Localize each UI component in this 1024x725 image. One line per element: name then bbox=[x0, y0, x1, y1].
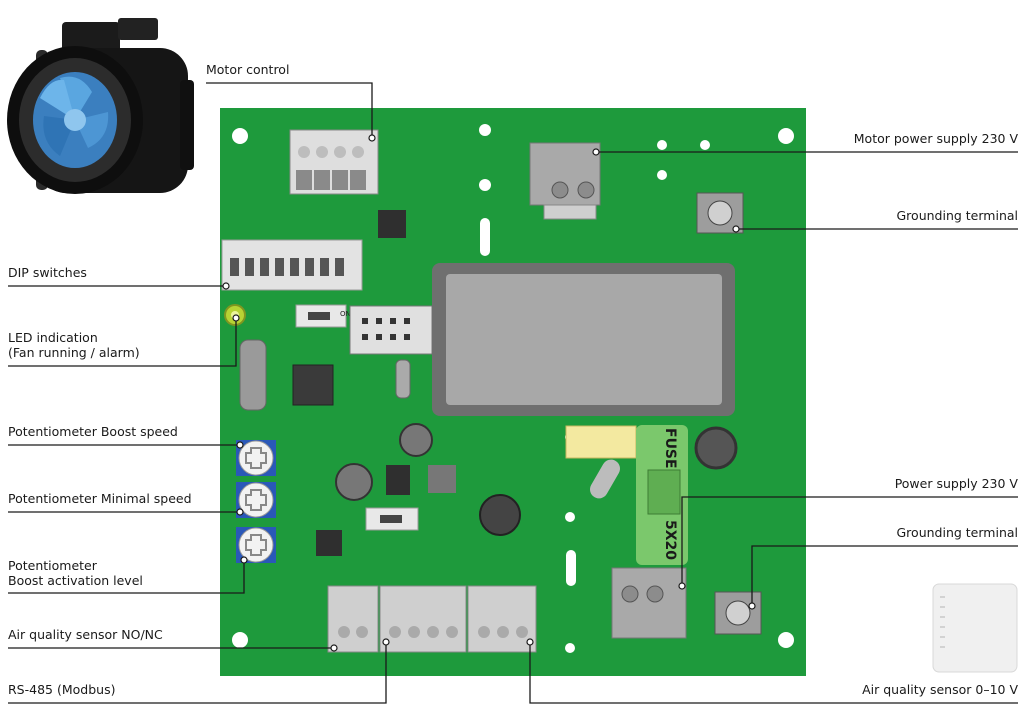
terminal-aq-0-10v bbox=[467, 585, 537, 653]
potentiometer-boost-speed bbox=[236, 440, 276, 476]
terminal-rs485 bbox=[379, 585, 467, 653]
crystal bbox=[239, 339, 267, 411]
display-module bbox=[432, 263, 735, 416]
pin-header bbox=[349, 305, 433, 355]
terminal-aq-nonc bbox=[327, 585, 379, 653]
leader-lines bbox=[8, 82, 1018, 704]
motor-control-terminal bbox=[289, 129, 379, 195]
fuse-size-label: 5X20 bbox=[662, 520, 678, 560]
power-supply-terminal bbox=[611, 567, 687, 639]
grounding-terminal-top bbox=[696, 192, 744, 234]
ic-chip-small bbox=[378, 210, 406, 238]
air-quality-sensor-image bbox=[932, 583, 1018, 673]
label-pot-min-speed: Potentiometer Minimal speed bbox=[8, 491, 192, 506]
label-power-supply: Power supply 230 V bbox=[894, 476, 1018, 491]
label-motor-control: Motor control bbox=[206, 62, 290, 77]
potentiometer-boost-level bbox=[236, 527, 276, 563]
label-pot-boost-level: Potentiometer Boost activation level bbox=[8, 558, 143, 588]
microcontroller-chip bbox=[292, 364, 334, 406]
label-rs485: RS-485 (Modbus) bbox=[8, 682, 116, 697]
label-led-indication: LED indication (Fan running / alarm) bbox=[8, 330, 140, 360]
fuse-label: FUSE bbox=[662, 428, 678, 469]
dip-switch-block bbox=[221, 239, 363, 291]
switch-on-mark: ON bbox=[340, 310, 351, 318]
label-motor-power: Motor power supply 230 V bbox=[853, 131, 1018, 146]
capacitor-yellow bbox=[565, 425, 637, 459]
fuse-holder: FUSE 5X20 bbox=[636, 425, 688, 565]
label-grounding-top: Grounding terminal bbox=[896, 208, 1019, 223]
label-pot-boost-speed: Potentiometer Boost speed bbox=[8, 424, 178, 439]
grounding-terminal-bottom bbox=[714, 591, 762, 635]
label-aq-sensor-010: Air quality sensor 0–10 V bbox=[862, 682, 1018, 697]
inline-duct-fan-image bbox=[7, 18, 194, 194]
label-aq-sensor-nonc: Air quality sensor NO/NC bbox=[8, 627, 163, 642]
motor-power-terminal bbox=[529, 142, 601, 220]
label-dip-switches: DIP switches bbox=[8, 265, 87, 280]
label-grounding-bottom: Grounding terminal bbox=[896, 525, 1019, 540]
buzzer bbox=[694, 426, 738, 470]
